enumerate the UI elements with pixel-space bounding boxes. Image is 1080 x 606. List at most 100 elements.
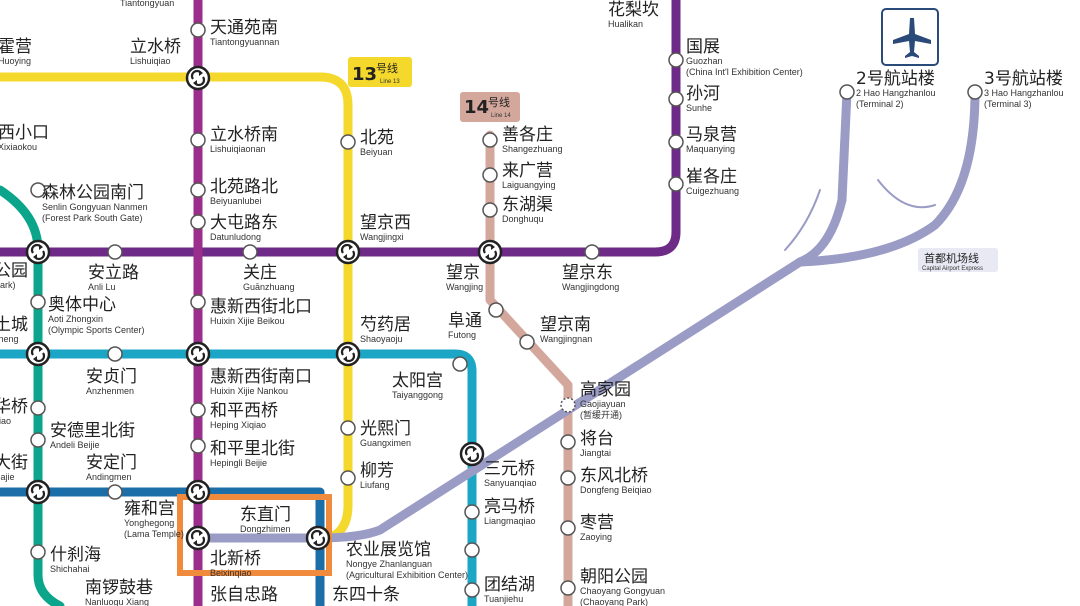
station-name-en-sub: (Agricultural Exhibition Center) bbox=[346, 570, 468, 580]
station-zhangzizhonglu[interactable]: 张自忠路 bbox=[210, 585, 278, 605]
station-marker bbox=[482, 132, 498, 148]
station-marker bbox=[482, 202, 498, 218]
station-name-en: Tiantongyuannan bbox=[210, 37, 279, 47]
station-name-cn: 天通苑南 bbox=[210, 18, 278, 38]
station-name-cn: 东直门 bbox=[240, 505, 291, 525]
station-name-cn: 柳芳 bbox=[360, 461, 394, 481]
line-10-cyan bbox=[0, 349, 477, 606]
station-olympicpark[interactable]: 公园Park) bbox=[0, 239, 51, 290]
station-name-en-sub: (Terminal 3) bbox=[984, 99, 1032, 109]
station-name-en: Beiyuanlubei bbox=[210, 196, 262, 206]
station-name-en-sub: (China Int'l Exhibition Center) bbox=[686, 67, 803, 77]
svg-text:号线: 号线 bbox=[376, 61, 398, 75]
station-name-en: Zaoying bbox=[580, 532, 612, 542]
svg-text:Line 14: Line 14 bbox=[491, 113, 511, 119]
interchange-arrows-icon bbox=[25, 479, 51, 505]
station-name-en: Park) bbox=[0, 280, 16, 290]
interchange-arrows-icon bbox=[25, 341, 51, 367]
station-name-cn: 关庄 bbox=[243, 263, 277, 283]
station-marker bbox=[668, 134, 684, 150]
station-name-en-sub: (Chaoyang Park) bbox=[580, 597, 648, 606]
station-marker bbox=[464, 504, 480, 520]
station-marker bbox=[30, 400, 46, 416]
station-name-cn: 大屯路东 bbox=[210, 213, 278, 233]
station-guloudajie[interactable]: 大街Dajie bbox=[0, 453, 51, 505]
station-name-cn: 枣营 bbox=[580, 513, 614, 533]
direction-arrow-left bbox=[784, 189, 821, 251]
station-anhuaqiao[interactable]: 华桥qiao bbox=[0, 397, 46, 426]
station-name-cn: 立水桥 bbox=[130, 37, 181, 57]
station-name-cn: 立水桥南 bbox=[210, 125, 278, 145]
station-dongsishitiao[interactable]: 东四十条 bbox=[332, 585, 400, 605]
airport-branch-t2 bbox=[795, 87, 852, 267]
station-marker bbox=[464, 542, 480, 558]
station-name-en: Aoti Zhongxin bbox=[48, 314, 103, 324]
station-tiantongyuan[interactable]: Tiantongyuan bbox=[120, 0, 174, 8]
station-name-cn: 雍和宫 bbox=[124, 499, 175, 519]
station-name-cn: 善各庄 bbox=[502, 125, 553, 145]
station-marker bbox=[839, 84, 855, 100]
station-name-cn: 安贞门 bbox=[86, 367, 137, 387]
station-name-cn: 孙河 bbox=[686, 84, 720, 104]
station-name-en: Nongye Zhanlanguan bbox=[346, 559, 432, 569]
station-beitucheng[interactable]: 土城cheng bbox=[0, 315, 51, 367]
station-name-cn: 国展 bbox=[686, 37, 720, 57]
interchange-arrows-icon bbox=[305, 525, 331, 551]
station-name-cn: 马泉营 bbox=[686, 125, 737, 145]
station-marker bbox=[107, 484, 123, 500]
station-name-en: Andeli Beijie bbox=[50, 440, 100, 450]
